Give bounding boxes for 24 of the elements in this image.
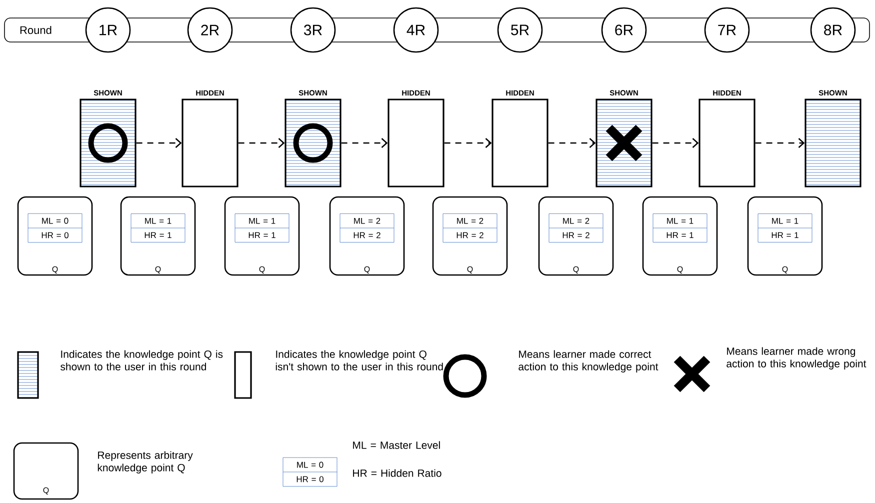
ml-hr-table: ML = 2 HR = 2: [340, 213, 394, 243]
arrow: [444, 138, 492, 148]
arrow: [341, 138, 388, 148]
legend-text: Indicates the knowledge point Q isn't shown to the user in this round: [276, 350, 443, 370]
arrow: [136, 138, 182, 148]
ml-hr-table: ML = 1 HR = 1: [758, 214, 812, 242]
arrow: [238, 138, 285, 148]
legend-text: Means learner made correct action to this knowledge point: [518, 350, 658, 372]
legend-text: ML = Master Level: [353, 441, 440, 449]
legend-ml-hr-table: ML = 0 HR = 0: [282, 457, 338, 487]
ml-hr-table: ML = 2 HR = 2: [548, 213, 604, 243]
ml-hr-table: ML = 2 HR = 2: [442, 213, 498, 243]
ml-hr-table: ML = 0 HR = 0: [28, 213, 82, 243]
legend-text: HR = Hidden Ratio: [353, 469, 442, 477]
card-label: Q: [43, 487, 49, 494]
arrow: [755, 138, 805, 148]
arrow: [548, 138, 596, 148]
ml-hr-table: ML = 1 HR = 1: [652, 214, 708, 242]
legend-text: Indicates the knowledge point Q is shown to the user in this round: [60, 350, 223, 370]
ml-hr-table: ML = 1 HR = 1: [130, 214, 186, 242]
legend-text: Represents arbitrary knowledge point Q: [98, 451, 193, 474]
arrow: [652, 138, 699, 148]
ml-hr-table: ML = 1 HR = 1: [234, 214, 290, 242]
legend-text: Means learner made wrong action to this knowledge point: [726, 347, 866, 370]
